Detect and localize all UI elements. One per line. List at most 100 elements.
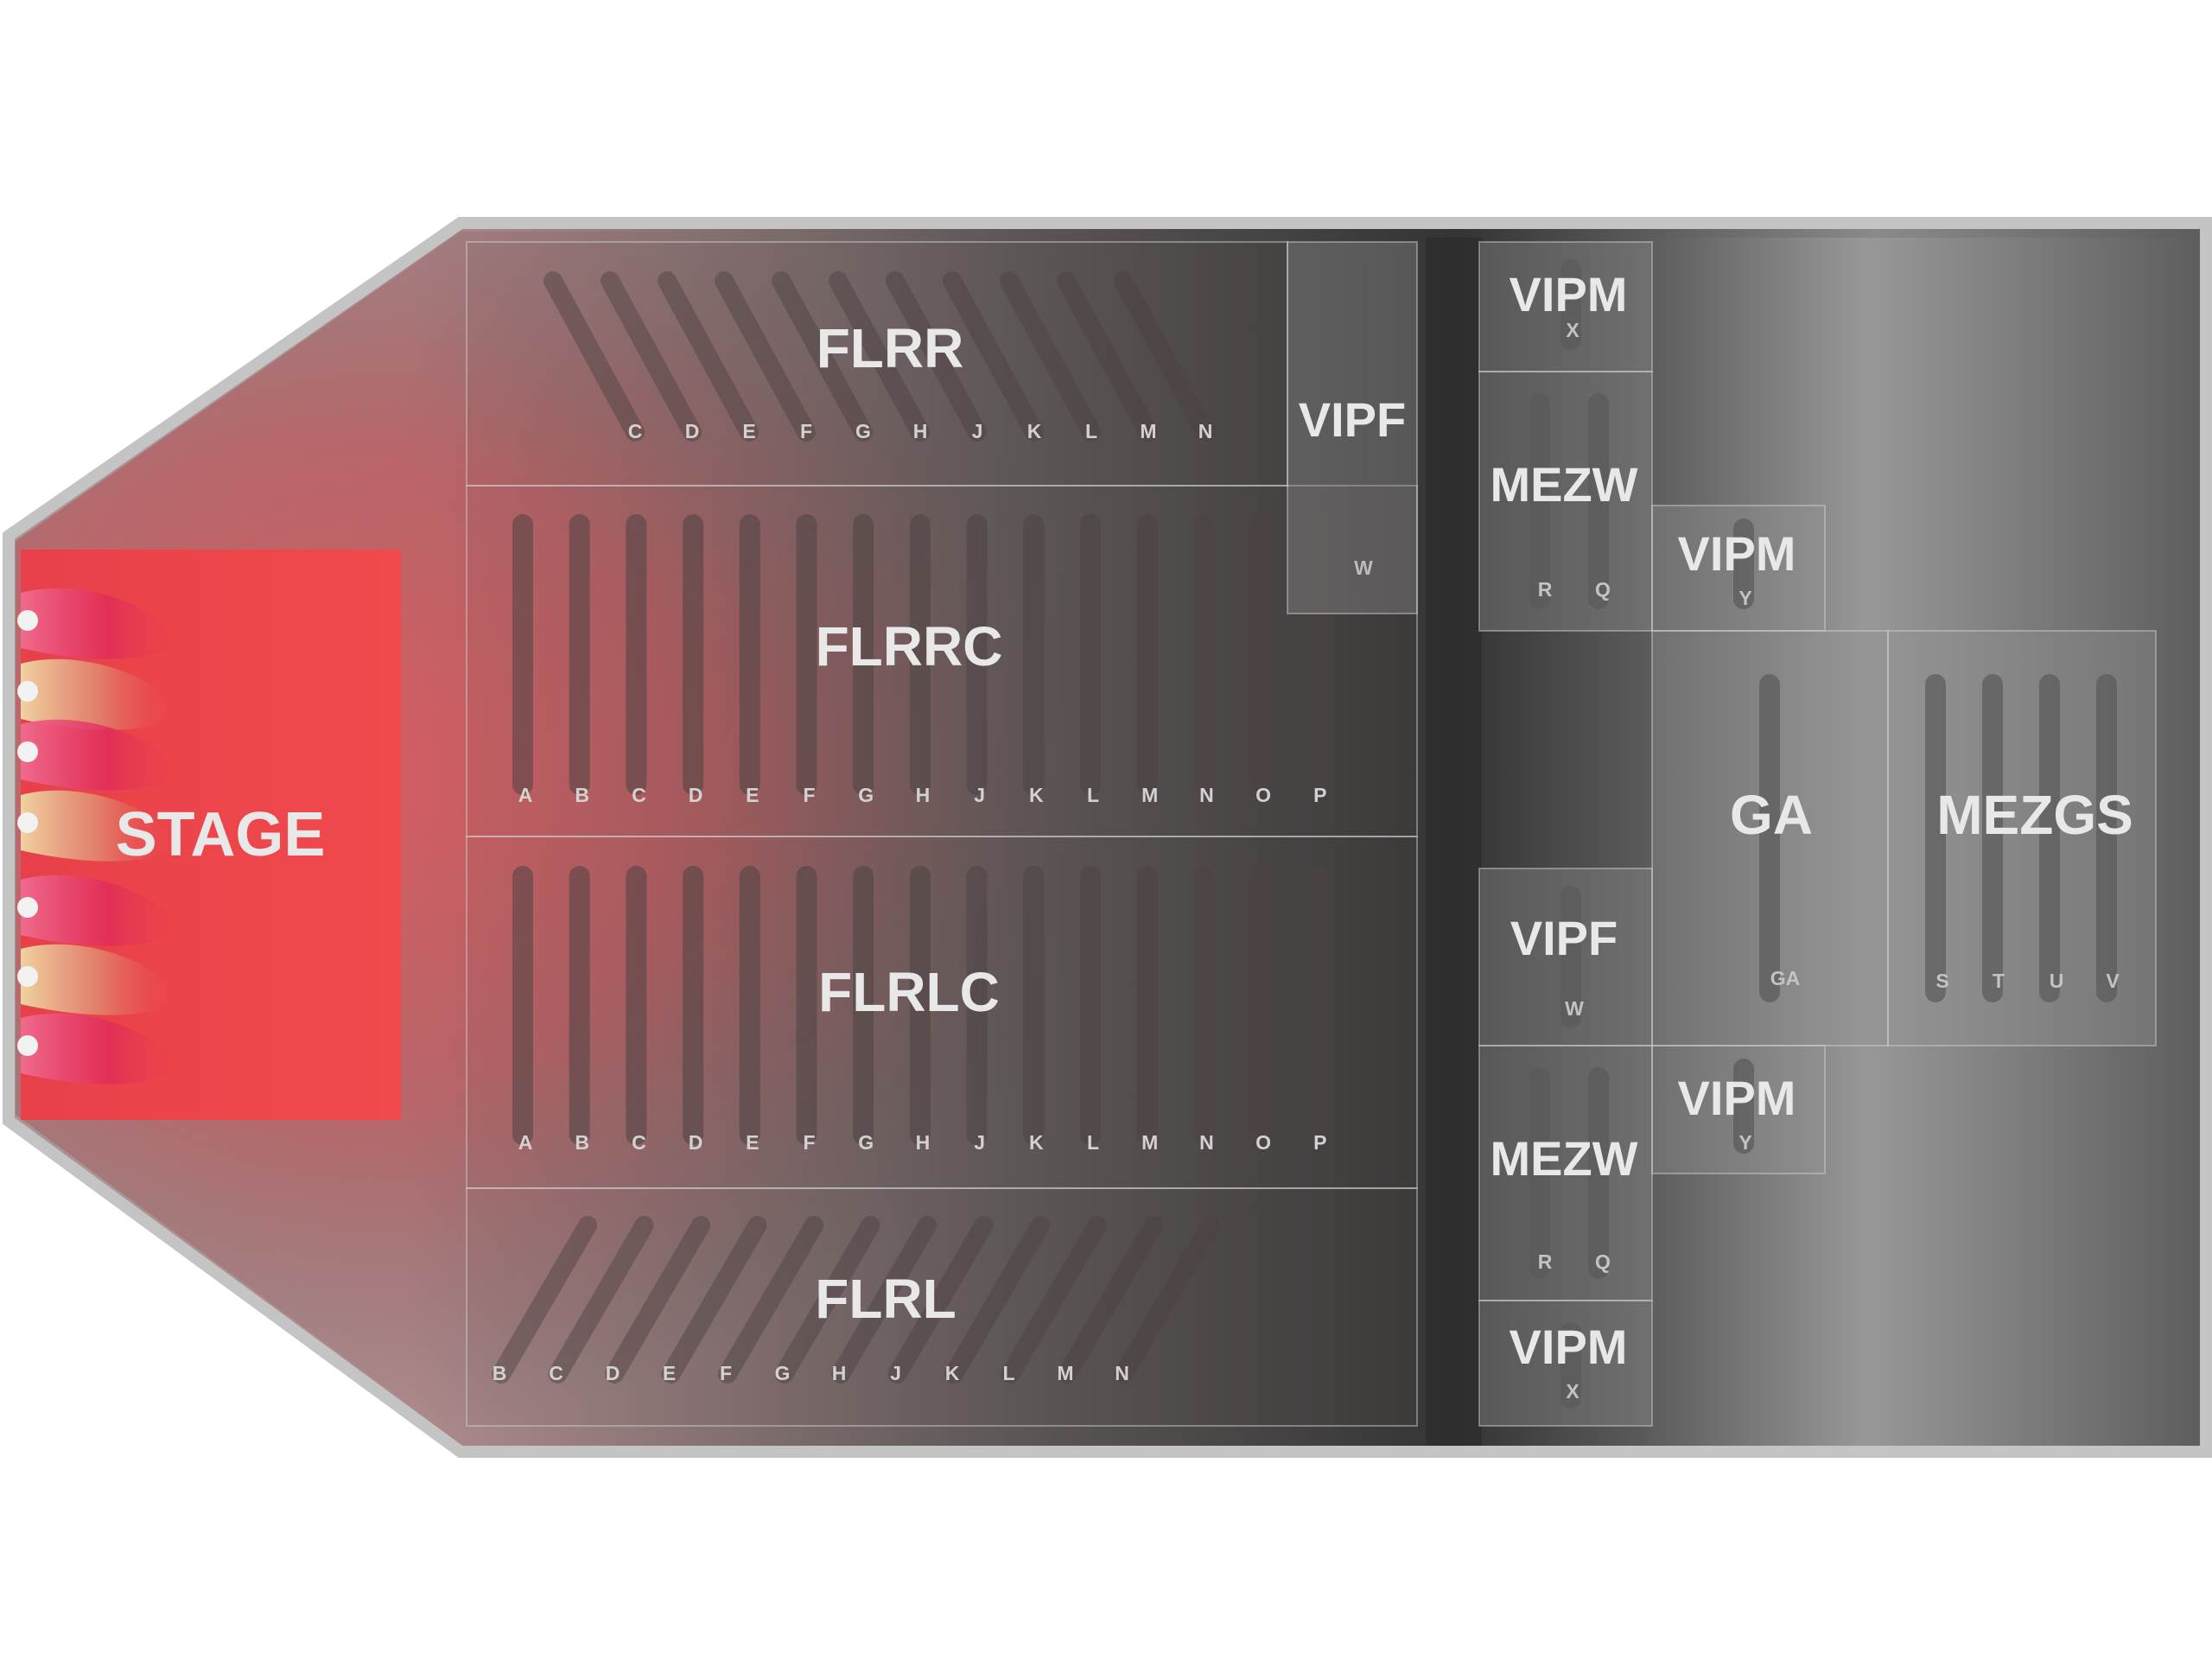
row-bar[interactable] [543, 271, 645, 442]
row-bar[interactable] [739, 514, 760, 795]
section-flrrc[interactable]: FLRRC [466, 485, 1418, 837]
section-area [1478, 371, 1653, 632]
row-bar[interactable] [1001, 1216, 1107, 1384]
section-vipf-top[interactable]: VIPF [1287, 241, 1418, 614]
row-bar[interactable] [796, 514, 817, 795]
row-bar[interactable] [944, 1216, 1050, 1384]
section-vipm-mid-top[interactable]: VIPM [1651, 505, 1826, 632]
section-vipm-top[interactable]: VIPM [1478, 241, 1653, 372]
row-bar[interactable] [715, 271, 816, 442]
row-bar[interactable] [853, 514, 874, 795]
row-label: G [775, 1362, 791, 1384]
row-bar[interactable] [966, 514, 988, 795]
section-vipm-mid-bottom[interactable]: VIPM [1651, 1045, 1826, 1174]
row-bar[interactable] [887, 1216, 994, 1384]
row-bar[interactable] [601, 271, 702, 442]
row-bar[interactable] [569, 514, 590, 795]
row-bar[interactable] [909, 514, 931, 795]
row-bar[interactable] [658, 271, 759, 442]
row-bar[interactable] [1529, 1067, 1550, 1279]
rows-mezw-bottom: RQ [1529, 1067, 1611, 1279]
row-bar[interactable] [1560, 259, 1581, 350]
row-bar[interactable] [1306, 514, 1328, 795]
row-bar[interactable] [831, 1216, 937, 1384]
rows-flrrc: ABCDEFGHJKLMNOP [512, 514, 1328, 806]
row-bar[interactable] [1759, 674, 1780, 1002]
stage-light-icon [17, 897, 38, 918]
section-flrr[interactable]: FLRR [466, 241, 1288, 487]
row-bar[interactable] [772, 271, 873, 442]
row-bar[interactable] [1529, 393, 1550, 609]
row-bar[interactable] [1588, 1067, 1609, 1279]
row-bar[interactable] [1348, 264, 1369, 588]
row-bar[interactable] [1136, 866, 1158, 1145]
stage-light-glow [21, 588, 181, 659]
row-bar[interactable] [1080, 514, 1101, 795]
stage-light-glow [21, 1013, 181, 1085]
row-bar[interactable] [626, 514, 647, 795]
row-bar[interactable] [512, 866, 533, 1145]
row-label: X [1566, 1380, 1580, 1403]
section-flrlc[interactable]: FLRLC [466, 836, 1418, 1189]
row-bar[interactable] [2096, 674, 2117, 1002]
stage-light-glow [21, 658, 181, 730]
row-bar[interactable] [1000, 271, 1101, 442]
row-bar[interactable] [683, 866, 704, 1145]
row-bar[interactable] [1193, 866, 1215, 1145]
row-bar[interactable] [1925, 674, 1946, 1002]
stage[interactable]: STAGE [17, 550, 401, 1120]
row-bar[interactable] [1058, 1216, 1163, 1384]
row-bar[interactable] [661, 1216, 767, 1384]
row-bar[interactable] [1114, 1216, 1220, 1384]
row-bar[interactable] [739, 866, 760, 1145]
section-mezw-top[interactable]: MEZW [1478, 371, 1653, 632]
row-label: K [1027, 420, 1042, 442]
row-bar[interactable] [1250, 866, 1272, 1145]
section-ga[interactable]: GA [1651, 630, 1889, 1046]
row-bar[interactable] [886, 271, 987, 442]
row-bar[interactable] [569, 866, 590, 1145]
row-bar[interactable] [796, 866, 817, 1145]
section-area [1651, 630, 1889, 1046]
row-bar[interactable] [605, 1216, 710, 1384]
row-bar[interactable] [1733, 1059, 1754, 1154]
row-bar[interactable] [853, 866, 874, 1145]
row-bar[interactable] [909, 866, 931, 1145]
row-bar[interactable] [1588, 393, 1609, 609]
row-bar[interactable] [1080, 866, 1101, 1145]
row-bar[interactable] [1193, 514, 1215, 795]
row-label: A [518, 1131, 533, 1154]
section-area [1478, 241, 1653, 372]
walkway-dark [1426, 238, 1482, 1446]
section-vipf-bottom[interactable]: VIPF [1478, 868, 1653, 1046]
row-bar[interactable] [1057, 271, 1158, 442]
row-bar[interactable] [2039, 674, 2060, 1002]
row-label: C [628, 420, 643, 442]
row-bar[interactable] [966, 866, 988, 1145]
row-bar[interactable] [1114, 271, 1215, 442]
row-label: L [1087, 1131, 1099, 1154]
stage-light-icon [17, 681, 38, 702]
row-bar[interactable] [626, 866, 647, 1145]
row-bar[interactable] [1733, 518, 1754, 609]
section-mezgs[interactable]: MEZGS [1887, 630, 2157, 1046]
row-bar[interactable] [1136, 514, 1158, 795]
row-bar[interactable] [1982, 674, 2003, 1002]
row-bar[interactable] [718, 1216, 823, 1384]
row-bar[interactable] [1306, 866, 1328, 1145]
row-bar[interactable] [943, 271, 1044, 442]
row-bar[interactable] [512, 514, 533, 795]
row-bar[interactable] [829, 271, 930, 442]
row-bar[interactable] [1023, 866, 1045, 1145]
row-bar[interactable] [1560, 1322, 1581, 1409]
section-mezw-bottom[interactable]: MEZW [1478, 1045, 1653, 1301]
section-vipm-bottom[interactable]: VIPM [1478, 1300, 1653, 1427]
row-bar[interactable] [492, 1216, 597, 1384]
row-bar[interactable] [548, 1216, 654, 1384]
row-bar[interactable] [1023, 514, 1045, 795]
row-bar[interactable] [1560, 886, 1581, 1028]
section-flrl[interactable]: FLRL [466, 1187, 1418, 1427]
row-bar[interactable] [683, 514, 704, 795]
row-bar[interactable] [774, 1216, 880, 1384]
row-bar[interactable] [1250, 514, 1272, 795]
